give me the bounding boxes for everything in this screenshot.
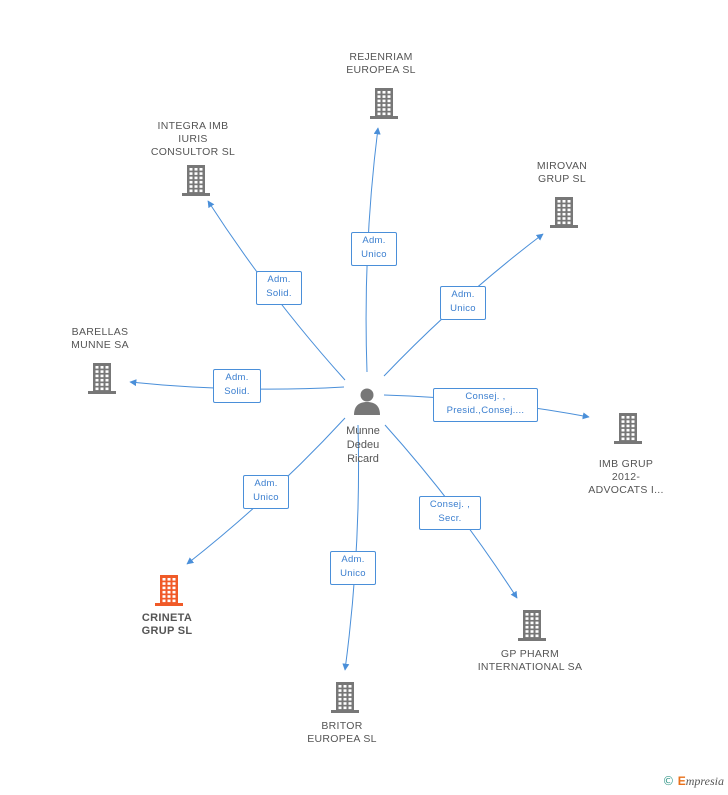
- person-icon: [354, 388, 380, 415]
- building-icon-britor[interactable]: [328, 680, 362, 714]
- footer-brand: © Empresia: [662, 774, 724, 789]
- company-label-barellas[interactable]: BARELLAS MUNNE SA: [71, 326, 129, 351]
- relation-label-gppharm: Consej. , Secr.: [419, 496, 481, 530]
- company-label-rejenriam[interactable]: REJENRIAM EUROPEA SL: [346, 51, 416, 76]
- relation-label-barellas: Adm. Solid.: [213, 369, 261, 403]
- relation-label-mirovan: Adm. Unico: [440, 286, 486, 320]
- relation-label-integra: Adm. Solid.: [256, 271, 302, 305]
- building-icon-imbgrup[interactable]: [611, 411, 645, 445]
- building-icon-rejenriam[interactable]: [367, 86, 401, 120]
- company-label-integra[interactable]: INTEGRA IMB IURIS CONSULTOR SL: [150, 120, 236, 158]
- brand-name: mpresia: [685, 774, 724, 788]
- company-label-crineta[interactable]: CRINETA GRUP SL: [141, 612, 193, 637]
- building-icon-mirovan[interactable]: [547, 195, 581, 229]
- copyright-symbol: ©: [662, 774, 675, 788]
- relation-label-britor: Adm. Unico: [330, 551, 376, 585]
- relation-label-crineta: Adm. Unico: [243, 475, 289, 509]
- company-label-imbgrup[interactable]: IMB GRUP 2012- ADVOCATS I...: [588, 458, 664, 496]
- company-label-britor[interactable]: BRITOR EUROPEA SL: [307, 720, 377, 745]
- center-person-name[interactable]: Munne Dedeu Ricard: [346, 425, 380, 465]
- building-icon-integra[interactable]: [179, 163, 213, 197]
- building-icon-crineta[interactable]: [152, 573, 186, 607]
- brand-initial: E: [677, 774, 686, 788]
- company-label-gppharm[interactable]: GP PHARM INTERNATIONAL SA: [477, 648, 583, 673]
- building-icon-gppharm[interactable]: [515, 608, 549, 642]
- relation-label-rejenriam: Adm. Unico: [351, 232, 397, 266]
- relation-label-imbgrup: Consej. , Presid.,Consej....: [433, 388, 538, 422]
- edge-britor: [342, 424, 360, 671]
- company-label-mirovan[interactable]: MIROVAN GRUP SL: [536, 160, 588, 185]
- building-icon-barellas[interactable]: [85, 361, 119, 395]
